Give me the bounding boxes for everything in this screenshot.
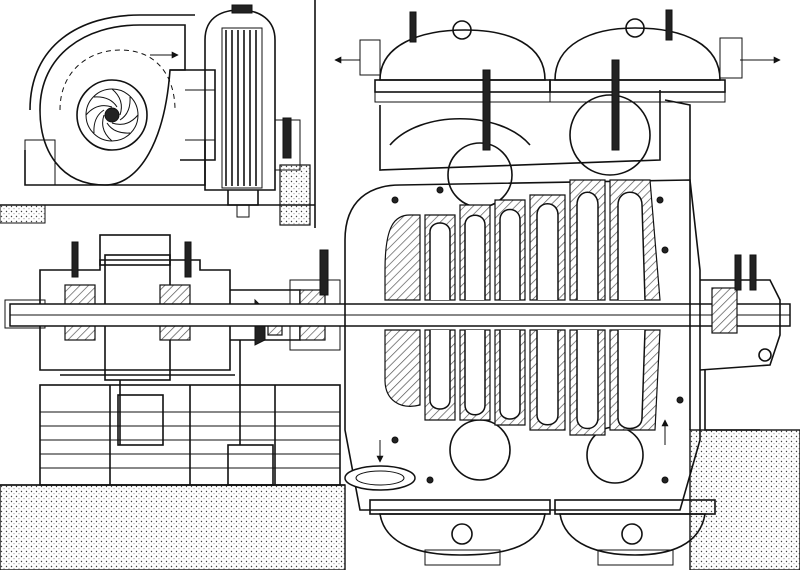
intercooler-right [549,9,743,430]
centrifugal-blower [24,14,216,186]
bearing-housing-right [699,254,781,431]
cooler-dome-icon [549,27,726,103]
bearing-icon [711,287,738,334]
inset-frame [0,0,316,228]
blower-impeller-icon [76,79,148,151]
flow-arrows [150,51,781,463]
gear-coupling [230,249,341,351]
heat-exchanger-icon [221,27,263,189]
rotor-shaft [9,303,791,327]
air-cooler [204,4,301,218]
cooler-dome-icon [374,29,551,103]
foundation [0,164,800,570]
shaft-icon [9,303,791,327]
multistage-casing-icon [384,179,661,436]
intercooler-left [359,11,551,151]
bottom-cooler-heads [344,465,716,566]
compressor-casing [344,90,701,511]
tank-icon [39,340,341,486]
oil-tank [39,340,341,486]
